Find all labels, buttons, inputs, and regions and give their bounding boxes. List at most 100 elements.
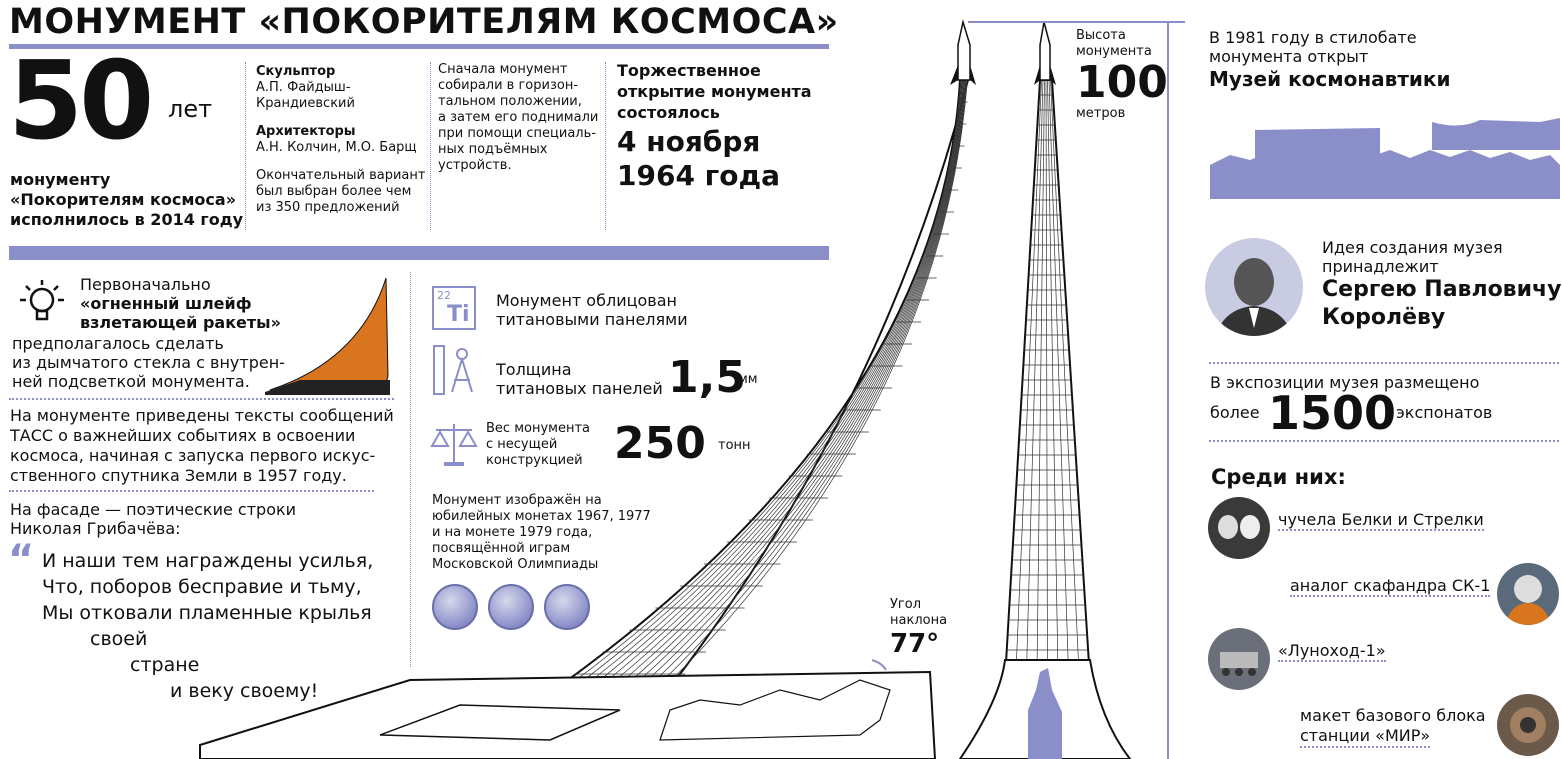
sculptor-heading: Скульптор [256, 64, 336, 79]
final-line1: Окончательный вариант [256, 168, 426, 183]
thickness-text: Толщина титановых панелей [496, 360, 663, 398]
tass-line: космоса, начиная с запуска первого искус… [10, 446, 376, 465]
exhibit-item: чучела Белки и Стрелки [1278, 510, 1484, 531]
weight-unit: тонн [718, 438, 751, 453]
titanium-line2: титановыми панелями [496, 310, 688, 329]
angle-value: 77° [890, 629, 940, 659]
korolev-name2: Королёву [1322, 305, 1446, 330]
exhibit-item: макет базового блока станции «МИР» [1300, 706, 1486, 748]
belka-strelka-photo [1208, 497, 1270, 559]
angle-block: Угол наклона 77° [890, 597, 947, 659]
height-block: Высота монумента 100 метров [1076, 28, 1168, 122]
tass-line: На монументе приведены тексты сообщений [10, 406, 394, 425]
assembly-line: собирали в горизон- [438, 78, 579, 93]
coin-1967-image [432, 584, 478, 630]
credits-block: Скульптор А.П. Файдыш- Крандиевский Архи… [256, 64, 431, 216]
coins-line5: Московской Олимпиады [432, 557, 599, 572]
exhibit-label: макет базового блока [1300, 706, 1486, 725]
spacesuit-photo [1497, 563, 1559, 625]
opening-line3: состоялось [617, 103, 720, 122]
opening-line1: Торжественное [617, 61, 761, 80]
poem-intro1: На фасаде — поэтические строки [10, 500, 297, 519]
thickness-unit: мм [738, 372, 758, 387]
assembly-line: ных подъёмных [438, 142, 548, 157]
mir-station-photo [1497, 694, 1559, 756]
coins-line2: юбилейных монетах 1967, 1977 [432, 509, 651, 524]
idea-line2: предполагалось сделать [12, 334, 224, 353]
exhibit-item: «Луноход-1» [1278, 641, 1386, 662]
assembly-line: при помощи специаль- [438, 126, 596, 141]
element-number: 22 [437, 289, 451, 302]
anniversary-line2: «Покорителям космоса» [10, 190, 237, 209]
assembly-line: устройств. [438, 158, 512, 173]
weight-value: 250 [614, 418, 706, 469]
exhibit-item: аналог скафандра СК-1 [1290, 576, 1491, 597]
weight-line1: Вес монумента [486, 421, 590, 436]
opening-date2: 1964 года [617, 159, 781, 192]
weight-line3: конструкцией [486, 453, 583, 468]
poem-intro2: Николая Грибачёва: [10, 519, 181, 538]
thickness-line2: титановых панелей [496, 379, 663, 398]
korolev-portrait [1205, 238, 1303, 336]
divider [1209, 440, 1559, 442]
sculptor-line1: А.П. Файдыш- [256, 80, 351, 95]
lunokhod-photo [1208, 628, 1270, 690]
coin-1979-image [544, 584, 590, 630]
scales-icon [430, 424, 478, 466]
element-symbol: Ti [447, 302, 470, 327]
title-rule [9, 44, 829, 49]
coins-line3: и на монете 1979 года, [432, 525, 593, 540]
height-label1: Высота [1076, 28, 1126, 43]
anniversary-line3: исполнилось в 2014 году [10, 210, 244, 229]
opening-block: Торжественное открытие монумента состоял… [617, 60, 812, 193]
korolev-name1: Сергею Павловичу [1322, 277, 1562, 302]
korolev-block: Идея создания музея принадлежит Сергею П… [1322, 238, 1561, 332]
exhibits-prefix: более [1210, 403, 1260, 422]
divider [410, 272, 411, 667]
tass-line: ТАСС о важнейших событиях в освоении [10, 426, 356, 445]
poem-intro: На фасаде — поэтические строки Николая Г… [10, 500, 296, 538]
titanium-line1: Монумент облицован [496, 291, 677, 310]
assembly-text: Сначала монумент собирали в горизон- тал… [438, 62, 603, 174]
angle-label1: Угол [890, 597, 922, 612]
lightbulb-icon [20, 280, 64, 321]
anniversary-number: 50 [8, 39, 154, 164]
titanium-text: Монумент облицован титановыми панелями [496, 291, 688, 329]
thickness-line1: Толщина [496, 360, 572, 379]
height-unit: метров [1076, 106, 1126, 121]
final-line3: из 350 предложений [256, 200, 400, 215]
korolev-line1: Идея создания музея [1322, 238, 1503, 257]
thickness-value: 1,5 [668, 352, 746, 403]
initial-idea-bottom: предполагалось сделать из дымчатого стек… [12, 334, 285, 391]
exhibit-label: станции «МИР» [1300, 726, 1431, 748]
anniversary-text: монументу «Покорителям космоса» исполнил… [10, 170, 243, 230]
idea-bold2: взлетающей ракеты» [80, 313, 281, 332]
poem-line: Что, поборов бесправие и тьму, [42, 576, 362, 598]
exhibit-label: чучела Белки и Стрелки [1278, 510, 1484, 531]
weight-line2: с несущей [486, 437, 558, 452]
divider [9, 398, 394, 400]
anniversary-line1: монументу [10, 170, 111, 189]
poem-line: И наши тем награждены усилья, [42, 550, 374, 572]
anniversary-unit: лет [168, 95, 213, 123]
poem-line: и веку своему! [170, 680, 319, 702]
tass-text: На монументе приведены тексты сообщений … [10, 406, 394, 486]
final-line2: был выбран более чем [256, 184, 412, 199]
height-value: 100 [1076, 57, 1168, 108]
exhibit-label: аналог скафандра СК-1 [1290, 576, 1491, 597]
museum-line1: В 1981 году в стилобате [1209, 28, 1417, 47]
angle-label2: наклона [890, 613, 948, 628]
exhibit-label: «Луноход-1» [1278, 641, 1386, 662]
poem-lines: И наши тем награждены усилья, Что, побор… [42, 548, 373, 704]
poem-line: Мы отковали пламенные крылья [42, 602, 372, 624]
museum-name: Музей космонавтики [1209, 67, 1451, 91]
assembly-line: а затем его поднимали [438, 110, 599, 125]
sculptor-line2: Крандиевский [256, 96, 355, 111]
architects-heading: Архитекторы [256, 124, 356, 139]
page-title: МОНУМЕНТ «ПОКОРИТЕЛЯМ КОСМОСА» [9, 2, 839, 42]
divider [245, 62, 246, 230]
among-heading: Среди них: [1211, 465, 1346, 489]
idea-line4: ней подсветкой монумента. [12, 372, 250, 391]
coins-text: Монумент изображён на юбилейных монетах … [432, 493, 651, 573]
